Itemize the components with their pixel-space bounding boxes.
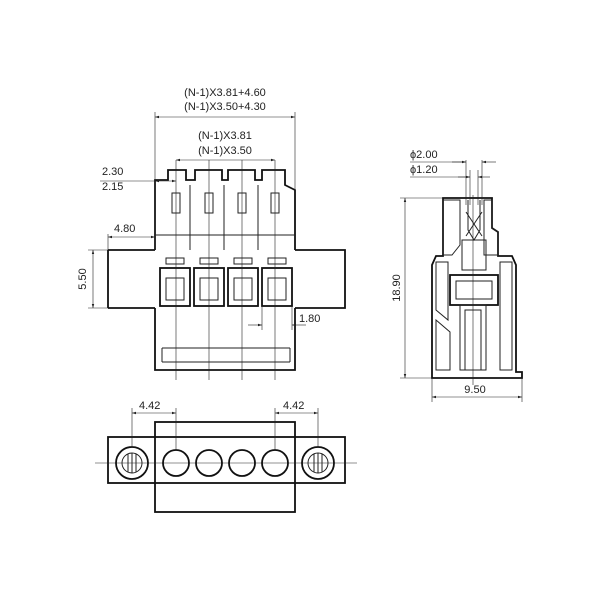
side-width-label: 9.50: [464, 384, 485, 396]
side-dimensions: ϕ2.00 ϕ1.20 18.90 9.50: [391, 149, 523, 402]
dia-inner-label: ϕ1.20: [410, 164, 438, 176]
bottom-view: [95, 421, 357, 513]
contact-spring: [467, 200, 481, 241]
slot-width-label: 1.80: [299, 313, 320, 325]
bottom-left-label: 4.42: [139, 400, 160, 412]
pin-offset-label-a: 2.30: [102, 166, 123, 178]
pitch-label-b: (N-1)X3.50: [198, 145, 252, 157]
upper-body-outline: [154, 169, 296, 250]
clamp-box: [449, 274, 499, 306]
wire-entry-3: [227, 257, 259, 307]
front-view: [107, 160, 346, 380]
flange-offset-label: 4.80: [114, 223, 135, 235]
flange-band: [108, 249, 346, 309]
lower-body-outline: [154, 308, 296, 371]
side-wall-lower: [435, 318, 451, 371]
total-width-label-b: (N-1)X3.50+4.30: [184, 101, 266, 113]
side-outline: [431, 197, 523, 379]
front-dimensions: (N-1)X3.81+4.60 (N-1)X3.50+4.30 (N-1)X3.…: [77, 87, 320, 330]
bottom-dimensions: 4.42 4.42: [131, 400, 319, 450]
bottom-body: [154, 421, 296, 513]
wire-entry-1: [159, 257, 191, 307]
side-view: [431, 160, 523, 385]
pitch-label-a: (N-1)X3.81: [198, 130, 252, 142]
pin-offset-label-b: 2.15: [102, 181, 123, 193]
side-height-label: 18.90: [391, 274, 403, 302]
side-wall-left: [435, 261, 449, 322]
pin-hole-3: [228, 449, 256, 477]
dia-outer-label: ϕ2.00: [410, 149, 438, 161]
bottom-flange: [107, 436, 346, 484]
bottom-right-label: 4.42: [283, 400, 304, 412]
pin-hole-2: [195, 449, 223, 477]
side-wall-right: [499, 261, 513, 371]
side-cap-left: [442, 199, 461, 256]
wire-entry-4: [261, 257, 293, 307]
total-width-label-a: (N-1)X3.81+4.60: [184, 87, 266, 99]
body-height-label: 5.50: [77, 268, 89, 289]
side-cap-right: [483, 199, 499, 256]
